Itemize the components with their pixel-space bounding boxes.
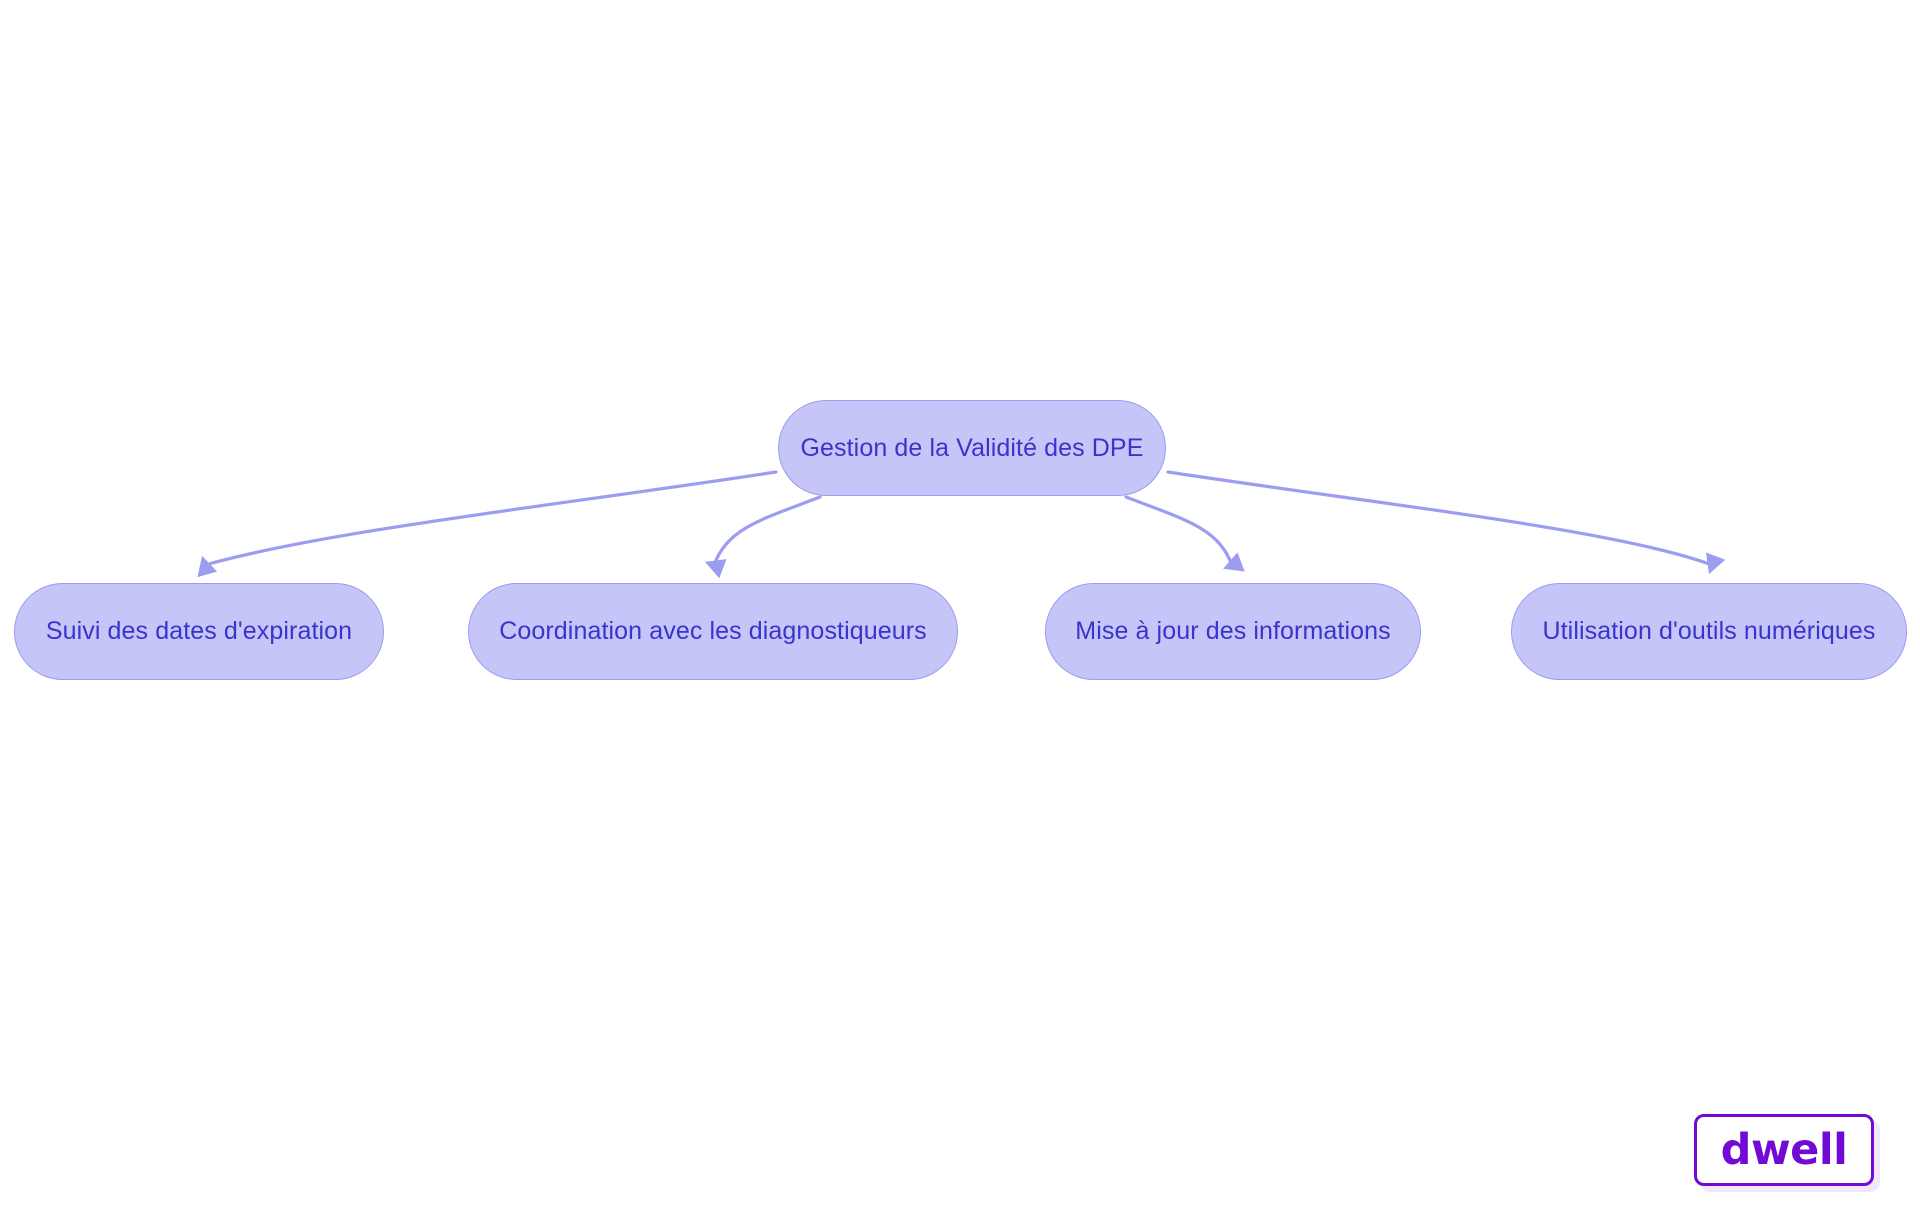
brand-logo-badge: dwell (1694, 1114, 1874, 1186)
edge-root-to-child-1 (704, 495, 822, 579)
node-child-0-label: Suivi des dates d'expiration (45, 617, 353, 645)
node-mise-a-jour-des-informations[interactable]: Mise à jour des informations (1045, 583, 1421, 680)
node-suivi-des-dates-d-expiration[interactable]: Suivi des dates d'expiration (14, 583, 384, 680)
edge-root-to-child-2 (1124, 495, 1245, 572)
node-child-2-label: Mise à jour des informations (1075, 617, 1391, 645)
node-root[interactable]: Gestion de la Validité des DPE (778, 400, 1166, 496)
node-coordination-avec-les-diagnostiqueurs[interactable]: Coordination avec les diagnostiqueurs (468, 583, 958, 680)
node-child-3-label: Utilisation d'outils numériques (1542, 617, 1876, 645)
edge-root-to-child-3 (1166, 470, 1726, 575)
edge-root-to-child-0 (197, 470, 778, 578)
node-root-label: Gestion de la Validité des DPE (800, 433, 1144, 462)
node-child-1-label: Coordination avec les diagnostiqueurs (499, 617, 927, 645)
brand-logo-text: dwell (1720, 1124, 1848, 1175)
node-utilisation-d-outils-numeriques[interactable]: Utilisation d'outils numériques (1511, 583, 1907, 680)
